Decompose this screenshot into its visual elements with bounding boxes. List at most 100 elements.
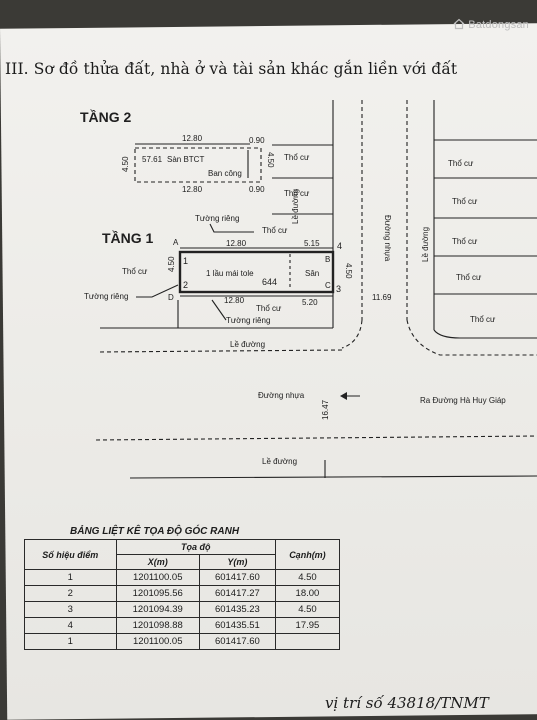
col-x: X(m) <box>115 554 200 570</box>
wall-bottom-leader <box>211 299 227 321</box>
dim-1169: 11.69 <box>372 293 392 302</box>
neighbor-label: Thổ cư <box>452 197 478 206</box>
cell-edge: 4.50 <box>274 569 341 586</box>
point-1: 1 <box>183 256 188 266</box>
cell-y: 601435.51 <box>198 617 276 634</box>
cell-x: 1201095.56 <box>115 585 200 602</box>
cell-y: 601435.23 <box>198 601 276 618</box>
cell-edge: 18.00 <box>274 585 341 602</box>
cell-x: 1201100.05 <box>115 633 200 650</box>
table-row: 1 1201100.05 601417.60 <box>24 633 341 650</box>
cell-y: 601417.60 <box>198 633 276 650</box>
cell-point: 4 <box>24 617 117 634</box>
table-row: 1 1201100.05 601417.60 4.50 <box>24 569 341 586</box>
floor1-right-dim: 4.50 <box>344 263 353 279</box>
floor2-slab: Sàn BTCT <box>167 155 204 164</box>
house-label: 1 lầu mái tole <box>206 269 254 278</box>
neighbor-label: Thổ cư <box>256 304 282 313</box>
floor2-bottom-right-dim: 0.90 <box>249 185 265 194</box>
floor2-balcony: Ban công <box>208 169 242 178</box>
curb-corner-right <box>433 329 537 339</box>
floor2-top-right-dim: 0.90 <box>249 136 265 145</box>
floor2-top-dim: 12.80 <box>182 134 203 143</box>
floor1-top-dim: 12.80 <box>226 239 247 248</box>
plot-number: 644 <box>262 277 277 287</box>
col-edge: Cạnh(m) <box>274 539 341 570</box>
cell-edge: 17.95 <box>274 617 341 634</box>
floor2-left-dim: 4.50 <box>121 156 130 172</box>
cell-y: 601417.60 <box>198 569 276 586</box>
floor1-bottom-right-dim: 5.20 <box>302 298 318 307</box>
floor1-bottom-dim: 12.80 <box>224 296 245 305</box>
wall-left-label: Tường riêng <box>84 292 128 301</box>
section-heading: III. Sơ đồ thửa đất, nhà ở và tài sản kh… <box>5 60 458 78</box>
cell-point: 3 <box>24 601 117 618</box>
footer-text: vị trí số 43818/TNMT <box>325 694 489 712</box>
corner-B: B <box>325 255 330 264</box>
cell-point: 1 <box>24 569 117 586</box>
wall-top-label: Tường riêng <box>195 214 239 223</box>
neighbor-label: Thổ cư <box>456 273 482 282</box>
curb-label-left: Lề đường <box>291 189 300 224</box>
wall-left-leader <box>136 284 179 298</box>
road-edge-bottom <box>95 435 537 441</box>
neighbor-label: Thổ cư <box>122 267 148 276</box>
yard-label: Sân <box>305 269 319 278</box>
plot-outline <box>178 250 335 294</box>
coordinate-table-block: BẢNG LIỆT KÊ TỌA ĐỘ GÓC RANH Số hiệu điể… <box>24 526 341 650</box>
exit-road-label: Ra Đường Hà Huy Giáp <box>420 396 506 405</box>
neighbor-label: Thổ cư <box>284 153 310 162</box>
cell-point: 2 <box>24 585 117 602</box>
cell-edge <box>274 633 341 650</box>
road-label-vertical: Đường nhựa <box>383 215 392 262</box>
cell-edge: 4.50 <box>274 601 341 618</box>
floor1-label: TẦNG 1 <box>102 230 154 246</box>
floor2-right-dim: 4.50 <box>266 152 275 168</box>
col-y: Y(m) <box>198 554 276 570</box>
cell-x: 1201094.39 <box>115 601 200 618</box>
road-corner-right <box>406 319 537 356</box>
curb-label-bottom: Lề đường <box>262 457 297 466</box>
table-row: 3 1201094.39 601435.23 4.50 <box>24 601 341 618</box>
floor2-area: 57.61 <box>142 155 163 164</box>
road-label-horizontal: Đường nhựa <box>258 391 305 400</box>
floor2-bottom-dim: 12.80 <box>182 185 203 194</box>
corner-C: C <box>325 281 331 290</box>
table-row: 2 1201095.56 601417.27 18.00 <box>24 585 341 602</box>
table-title: BẢNG LIỆT KÊ TỌA ĐỘ GÓC RANH <box>70 526 240 537</box>
point-4: 4 <box>337 241 342 251</box>
floor2-label: TẦNG 2 <box>80 109 132 125</box>
curb-label-top: Lề đường <box>230 340 265 349</box>
cell-point: 1 <box>24 633 117 650</box>
road-corner-left <box>341 319 363 349</box>
watermark: Batdongsan <box>453 18 529 31</box>
cell-y: 601417.27 <box>198 585 276 602</box>
house-icon <box>453 18 465 30</box>
floor2-outline <box>134 147 262 183</box>
table-row: 4 1201098.88 601435.51 17.95 <box>24 617 341 634</box>
arrow-head <box>340 392 347 400</box>
cell-x: 1201098.88 <box>115 617 200 634</box>
point-3: 3 <box>336 284 341 294</box>
floor1-left-dim: 4.50 <box>167 256 176 272</box>
floor1-top-right-dim: 5.15 <box>304 239 320 248</box>
corner-A: A <box>173 238 179 247</box>
watermark-text: Batdongsan <box>468 19 529 31</box>
neighbor-label: Thổ cư <box>262 226 288 235</box>
neighbor-label: Thổ cư <box>470 315 496 324</box>
corner-D: D <box>168 293 174 302</box>
col-coord: Tọa độ <box>115 539 276 555</box>
road-edge-top <box>99 349 343 353</box>
coordinate-table: Số hiệu điểm Tọa độ Cạnh(m) X(m) Y(m) 1 … <box>24 539 341 650</box>
wall-top-leader <box>209 223 254 233</box>
neighbor-label: Thổ cư <box>284 189 310 198</box>
point-2: 2 <box>183 280 188 290</box>
dim-1647: 16.47 <box>321 399 330 420</box>
curb-label-right: Lề đường <box>421 227 430 262</box>
neighbor-label: Thổ cư <box>448 159 474 168</box>
curb-line-bottom <box>129 475 537 479</box>
cell-x: 1201100.05 <box>115 569 200 586</box>
wall-bottom-label: Tường riêng <box>226 316 270 325</box>
site-plan-diagram: TẦNG 2 12.80 0.90 12.80 0.90 4.50 57.61 … <box>80 100 537 479</box>
neighbor-label: Thổ cư <box>452 237 478 246</box>
